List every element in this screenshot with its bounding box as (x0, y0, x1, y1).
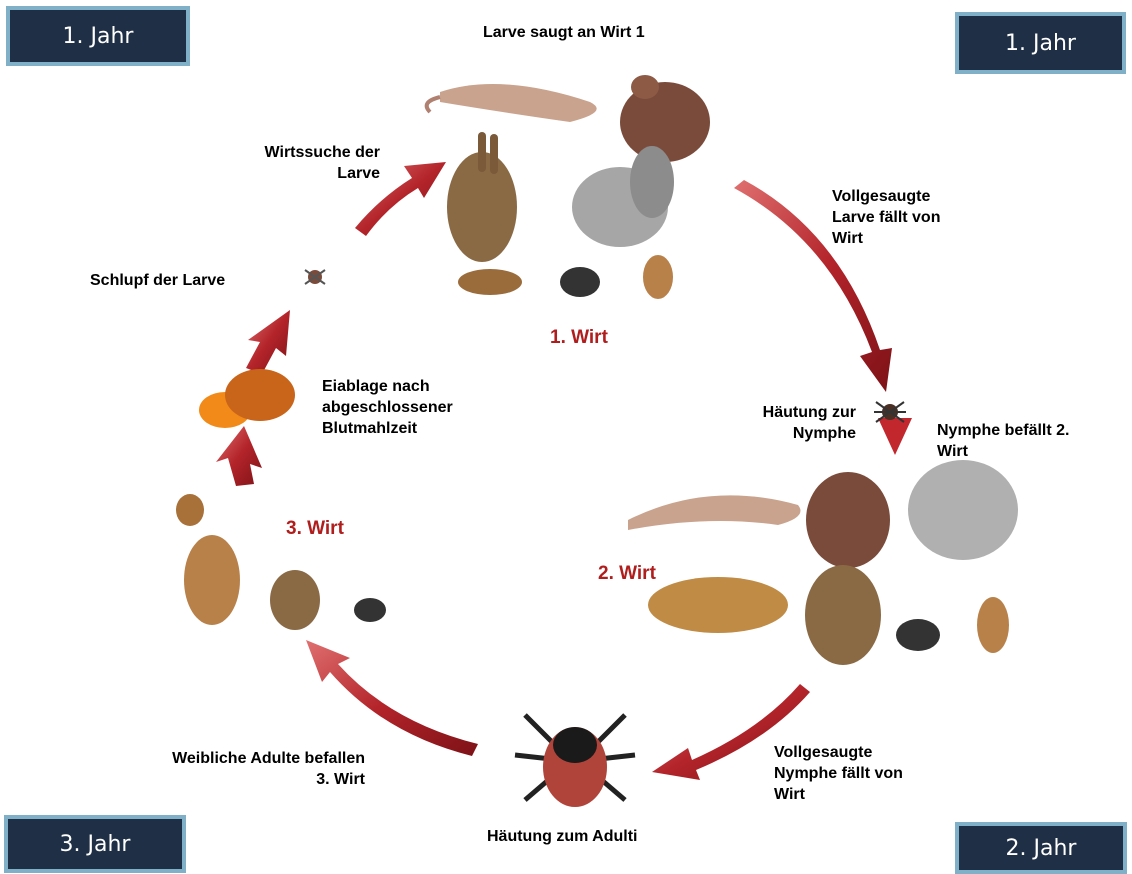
bird-icon (458, 269, 522, 295)
lizard-icon (628, 495, 801, 530)
fawn-icon (977, 597, 1009, 653)
label-nymph-attacks: Nymphe befällt 2. Wirt (937, 420, 1069, 462)
arrow-female-adults (306, 640, 478, 756)
host-label-3: 3. Wirt (286, 518, 344, 540)
host-label-2: 2. Wirt (598, 563, 656, 585)
eggs-icon (195, 360, 305, 440)
host2-animals-art (618, 455, 1038, 675)
label-larva-drops: Vollgesaugte Larve fällt von Wirt (832, 186, 940, 249)
hare-icon (805, 565, 881, 665)
label-larva-feeds: Larve saugt an Wirt 1 (483, 22, 645, 43)
host1-animals-art (420, 42, 720, 312)
hedgehog-icon (354, 598, 386, 622)
label-egg-laying: Eiablage nach abgeschlossener Blutmahlze… (322, 376, 453, 439)
label-molt-adult: Häutung zum Adulti (487, 826, 638, 847)
bird-icon (648, 577, 788, 633)
deer-icon (176, 494, 240, 625)
label-female-adults: Weibliche Adulte befallen 3. Wirt (80, 748, 365, 790)
adult-tick-icon (505, 695, 645, 815)
hedgehog-icon (896, 619, 940, 651)
label-larva-host-search: Wirtssuche der Larve (200, 142, 380, 184)
nymph-tick-icon (870, 392, 910, 432)
label-nymph-drops: Vollgesaugte Nymphe fällt von Wirt (774, 742, 903, 805)
host-label-1: 1. Wirt (550, 327, 608, 349)
label-larva-hatch: Schlupf der Larve (90, 270, 225, 291)
mouse-icon (620, 75, 710, 162)
hare-icon (270, 570, 320, 630)
larva-tick-icon (300, 262, 330, 292)
squirrel-icon (572, 146, 674, 247)
label-molt-nymph: Häutung zur Nymphe (708, 402, 856, 444)
hare-icon (447, 132, 517, 262)
host3-animals-art (150, 485, 410, 655)
lizard-icon (427, 84, 597, 122)
fawn-icon (643, 255, 673, 299)
squirrel-icon (908, 460, 1018, 560)
mouse-icon (806, 472, 890, 568)
hedgehog-icon (560, 267, 600, 297)
